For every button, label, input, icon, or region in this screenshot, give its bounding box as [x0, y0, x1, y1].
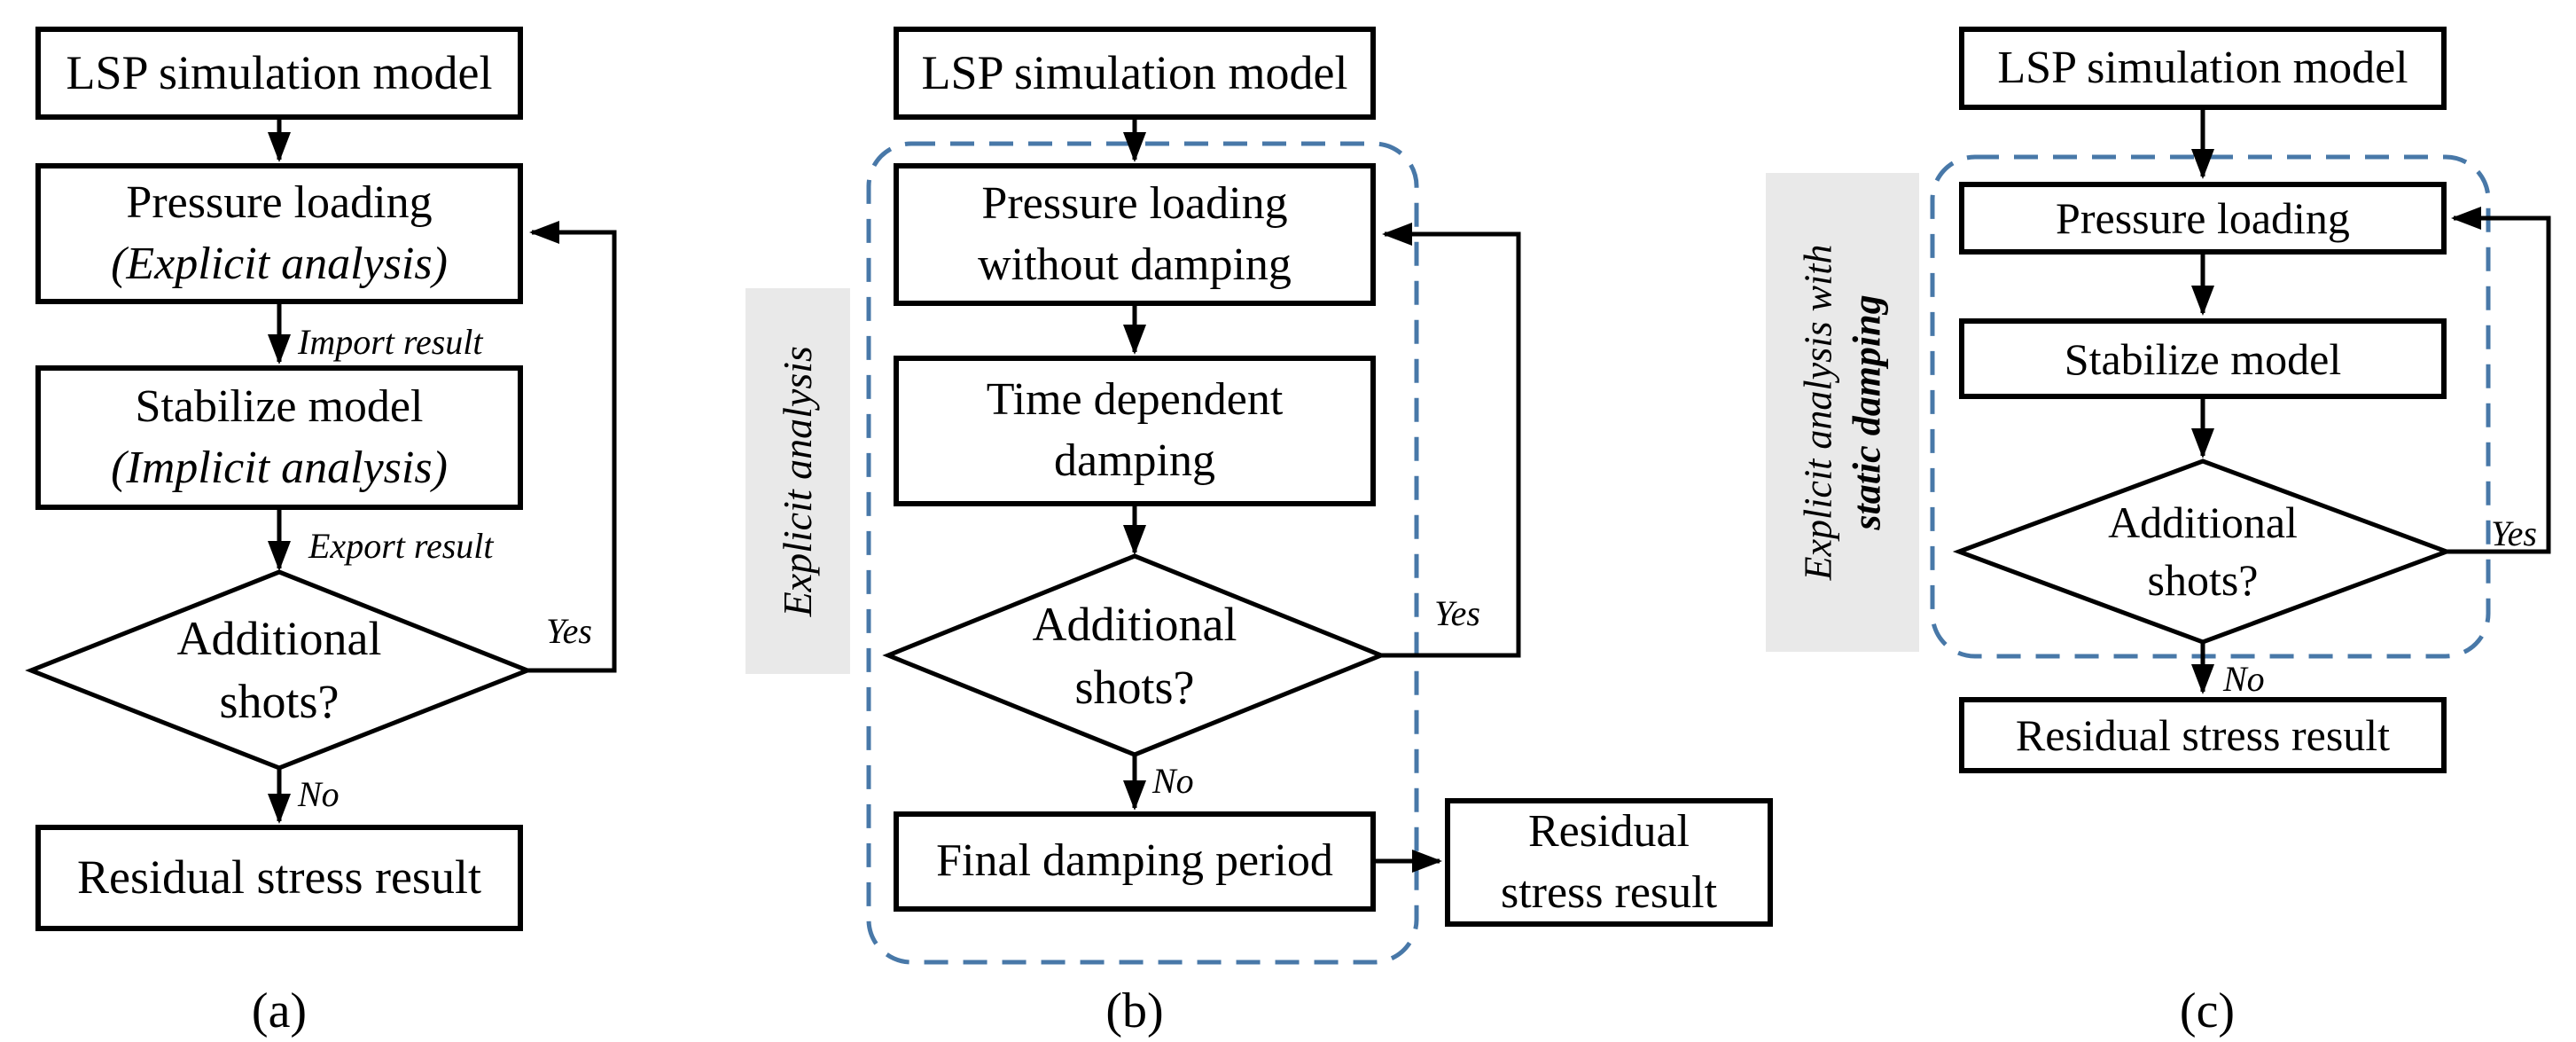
loop-b-yes-path	[1381, 223, 1521, 658]
lsp-model-label-a: LSP simulation model	[66, 45, 493, 99]
pressure-loading-sublabel-b: without damping	[978, 239, 1292, 290]
pressure-loading-sublabel-a: (Explicit analysis)	[111, 238, 448, 289]
lsp-model-label-b: LSP simulation model	[921, 45, 1348, 99]
decision-diamond-b	[882, 553, 1387, 757]
residual-stress-label1-b: Residual	[1528, 805, 1690, 857]
residual-stress-box-b: Residual stress result	[1445, 798, 1773, 927]
residual-stress-box-a: Residual stress result	[35, 825, 523, 931]
loop-c-yes-path	[2447, 207, 2551, 554]
lsp-model-box-b: LSP simulation model	[894, 27, 1376, 120]
no-label-c: No	[2223, 659, 2265, 699]
lsp-model-box-c: LSP simulation model	[1959, 27, 2447, 110]
yes-label-b: Yes	[1434, 593, 1480, 633]
export-result-label-a: Export result	[308, 526, 494, 566]
decision-line1-c: Additional	[2108, 497, 2298, 547]
stabilize-model-label-a: Stabilize model	[135, 380, 424, 432]
stabilize-model-box-c: Stabilize model	[1959, 318, 2447, 399]
explicit-analysis-side-text-b: Explicit analysis	[775, 345, 821, 617]
final-damping-box-b: Final damping period	[894, 811, 1376, 912]
stabilize-model-box-a: Stabilize model (Implicit analysis)	[35, 365, 523, 510]
pressure-loading-box-b: Pressure loading without damping	[894, 163, 1376, 306]
caption-a: (a)	[251, 983, 308, 1038]
explicit-analysis-side-label-b: Explicit analysis	[745, 288, 850, 674]
pressure-loading-box-c: Pressure loading	[1959, 182, 2447, 255]
pressure-loading-label-c: Pressure loading	[2056, 193, 2350, 243]
import-result-label-a: Import result	[298, 322, 483, 362]
damping-sublabel-b: damping	[1054, 435, 1215, 486]
stabilize-model-label-c: Stabilize model	[2064, 333, 2342, 384]
no-label-a: No	[298, 774, 340, 814]
decision-diamond-a	[25, 569, 534, 771]
pressure-loading-label-a: Pressure loading	[126, 176, 433, 228]
decision-line1-a: Additional	[176, 612, 382, 666]
decision-text-a: Additional shots?	[102, 610, 457, 730]
pressure-loading-box-a: Pressure loading (Explicit analysis)	[35, 163, 523, 304]
stabilize-model-sublabel-a: (Implicit analysis)	[111, 442, 448, 493]
residual-stress-label-c: Residual stress result	[2015, 710, 2391, 760]
caption-b: (b)	[1105, 983, 1164, 1038]
time-dependent-damping-box-b: Time dependent damping	[894, 356, 1376, 506]
residual-stress-box-c: Residual stress result	[1959, 697, 2447, 773]
decision-line2-b: shots?	[1074, 660, 1195, 714]
caption-c: (c)	[2179, 983, 2236, 1038]
damping-label-b: Time dependent	[986, 374, 1284, 426]
loop-a-yes-path	[527, 221, 617, 673]
no-label-b: No	[1152, 761, 1194, 801]
explicit-static-damping-side-text-c: Explicit analysis with static damping	[1794, 245, 1892, 581]
residual-stress-label2-b: stress result	[1500, 866, 1718, 918]
final-damping-label-b: Final damping period	[936, 835, 1333, 887]
pressure-loading-label-b: Pressure loading	[981, 177, 1288, 229]
explicit-analysis-region-b	[866, 141, 1419, 965]
decision-line2-c: shots?	[2147, 555, 2259, 605]
side-text-line2-c: static damping	[1845, 294, 1889, 530]
decision-text-c: Additional shots?	[2026, 497, 2380, 607]
explicit-static-damping-side-label-c: Explicit analysis with static damping	[1766, 173, 1919, 652]
side-text-line1-c: Explicit analysis with	[1796, 244, 1840, 581]
yes-label-c: Yes	[2491, 513, 2537, 553]
residual-stress-label-a: Residual stress result	[77, 850, 481, 905]
decision-diamond-c	[1952, 458, 2454, 645]
decision-text-b: Additional shots?	[957, 596, 1312, 716]
lsp-model-box-a: LSP simulation model	[35, 27, 523, 120]
lsp-model-label-c: LSP simulation model	[1997, 42, 2408, 93]
decision-line1-b: Additional	[1032, 598, 1237, 652]
yes-label-a: Yes	[546, 611, 592, 651]
decision-line2-a: shots?	[219, 674, 340, 728]
